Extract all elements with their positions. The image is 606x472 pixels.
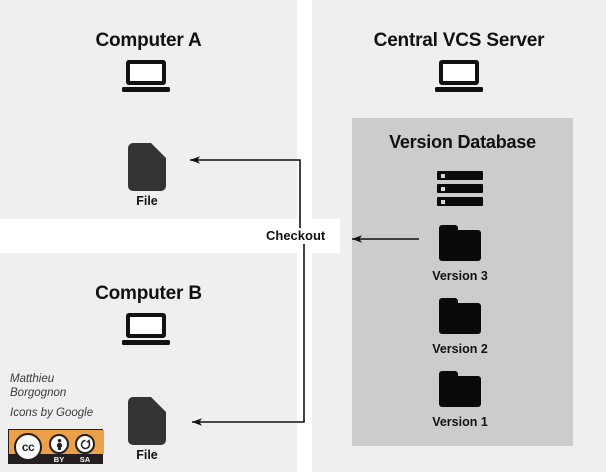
version-caption: Version 2 xyxy=(432,342,488,356)
title-computer-a: Computer A xyxy=(95,30,202,51)
folder-body xyxy=(439,230,481,261)
laptop-base xyxy=(435,87,483,92)
database-rack xyxy=(437,171,483,180)
database-stack-icon xyxy=(437,171,483,207)
database-rack xyxy=(437,184,483,193)
folder-tab xyxy=(439,298,458,305)
version-caption: Version 1 xyxy=(432,415,488,429)
attribution-block: Matthieu Borgognon Icons by Google xyxy=(10,372,140,420)
folder-icon xyxy=(439,298,481,334)
file-icon xyxy=(128,397,166,445)
cc-logo-icon: cc xyxy=(14,433,42,461)
folder-icon xyxy=(439,225,481,261)
cc-share-alike-icon xyxy=(75,434,95,454)
cc-sa-label: SA xyxy=(79,455,91,464)
laptop-icon xyxy=(435,60,483,94)
laptop-screen xyxy=(439,60,479,85)
title-computer-b: Computer B xyxy=(95,283,202,304)
laptop-base xyxy=(122,87,170,92)
file-caption-b: File xyxy=(136,448,158,462)
folder-tab xyxy=(439,225,458,232)
author-line-1: Matthieu xyxy=(10,373,55,385)
folder-body xyxy=(439,303,481,334)
icons-credit: Icons by Google xyxy=(10,407,94,419)
file-caption-a: File xyxy=(136,194,158,208)
laptop-icon xyxy=(122,313,170,347)
title-version-database: Version Database xyxy=(389,132,536,152)
file-icon xyxy=(128,143,166,191)
laptop-icon xyxy=(122,60,170,94)
creative-commons-by-sa-badge[interactable]: cc BY SA xyxy=(8,429,104,464)
folder-icon xyxy=(439,371,481,407)
checkout-label: Checkout xyxy=(266,228,326,243)
folder-body xyxy=(439,376,481,407)
version-caption: Version 3 xyxy=(432,269,488,283)
cc-by-label: BY xyxy=(53,455,65,464)
laptop-screen xyxy=(126,313,166,338)
title-central-vcs-server: Central VCS Server xyxy=(373,30,545,51)
folder-tab xyxy=(439,371,458,378)
laptop-base xyxy=(122,340,170,345)
author-line-2: Borgognon xyxy=(10,387,67,399)
laptop-screen xyxy=(126,60,166,85)
cc-attribution-person-icon xyxy=(49,434,69,454)
database-rack xyxy=(437,197,483,206)
